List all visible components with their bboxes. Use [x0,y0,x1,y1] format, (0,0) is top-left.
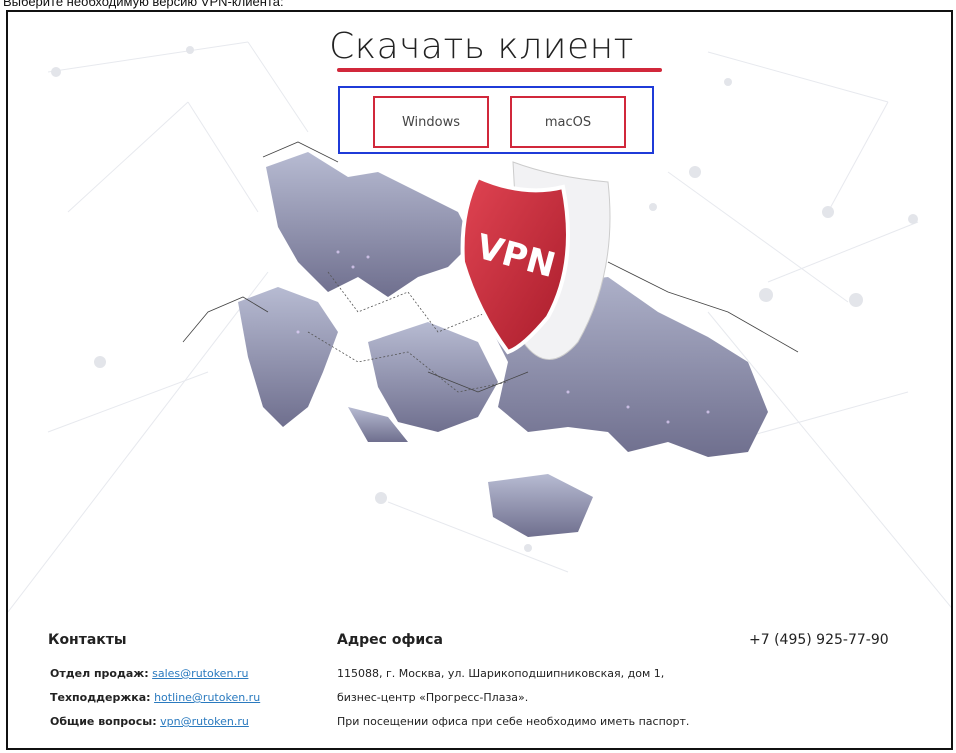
contact-label: Техподдержка: [50,691,151,704]
phone-number[interactable]: +7 (495) 925-77-90 [749,632,889,648]
city-lights [296,250,710,424]
page-frame: VPN Скачать клиент Windows macOS Контакт… [6,10,953,750]
hotline-email-link[interactable]: hotline@rutoken.ru [154,691,261,704]
vpn-shield-icon: VPN [460,161,611,360]
windows-download-button[interactable]: Windows [373,96,489,148]
vpn-email-link[interactable]: vpn@rutoken.ru [160,715,249,728]
page-title: Скачать клиент [329,26,634,67]
title-underline [337,68,662,72]
office-heading: Адрес офиса [337,632,443,648]
sales-email-link[interactable]: sales@rutoken.ru [152,667,249,680]
download-selection-highlight [338,86,654,154]
contacts-heading: Контакты [48,632,127,648]
contact-row-sales: Отдел продаж: sales@rutoken.ru [50,667,248,680]
network-nodes [51,46,918,552]
country-outlines [182,141,799,393]
contact-label: Общие вопросы: [50,715,157,728]
footer: Контакты Отдел продаж: sales@rutoken.ru … [8,612,951,748]
macos-download-button[interactable]: macOS [510,96,626,148]
connection-routes [307,271,509,393]
office-address-line: 115088, г. Москва, ул. Шарикоподшипников… [337,667,665,680]
office-note: При посещении офиса при себе необходимо … [337,715,690,728]
contact-label: Отдел продаж: [50,667,149,680]
contact-row-general: Общие вопросы: vpn@rutoken.ru [50,715,249,728]
office-address-line: бизнес-центр «Прогресс-Плаза». [337,691,529,704]
instruction-text: Выберите необходимую версию VPN-клиента: [3,0,284,9]
contact-row-support: Техподдержка: hotline@rutoken.ru [50,691,260,704]
world-map-illustration: VPN [8,41,951,613]
network-lines [8,41,951,613]
